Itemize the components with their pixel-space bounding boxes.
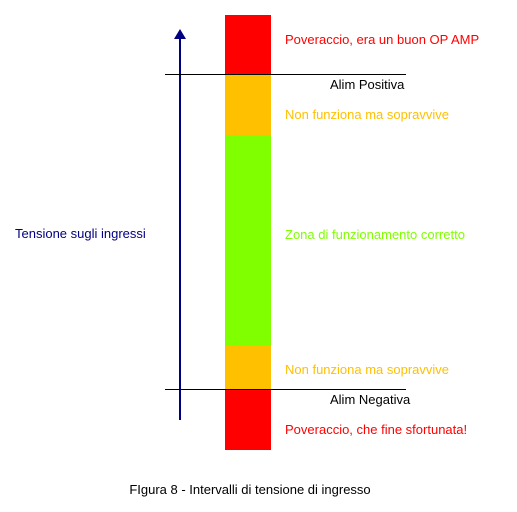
zone-bar-survives-positive <box>225 75 271 135</box>
zone-bar-destroyed-negative <box>225 390 271 450</box>
zone-label-correct-operation: Zona di funzionamento corretto <box>285 227 465 242</box>
zone-bar-survives-negative <box>225 345 271 390</box>
zone-bar-correct-operation <box>225 135 271 345</box>
zone-label-survives-negative: Non funziona ma sopravvive <box>285 362 450 377</box>
positive-rail-label: Alim Positiva <box>330 77 405 92</box>
negative-rail-label: Alim Negativa <box>330 392 411 407</box>
figure-caption: FIgura 8 - Intervalli di tensione di ing… <box>129 482 371 497</box>
positive-rail-line <box>165 74 406 75</box>
zone-bar-destroyed-positive <box>225 15 271 75</box>
voltage-axis-line <box>179 34 181 420</box>
zone-label-destroyed-negative: Poveraccio, che fine sfortunata! <box>285 422 468 437</box>
zone-label-survives-positive: Non funziona ma sopravvive <box>285 107 450 122</box>
arrow-up-icon <box>174 29 186 39</box>
zone-label-destroyed-positive: Poveraccio, era un buon OP AMP <box>285 32 480 47</box>
negative-rail-line <box>165 389 406 390</box>
axis-label: Tensione sugli ingressi <box>15 226 146 241</box>
